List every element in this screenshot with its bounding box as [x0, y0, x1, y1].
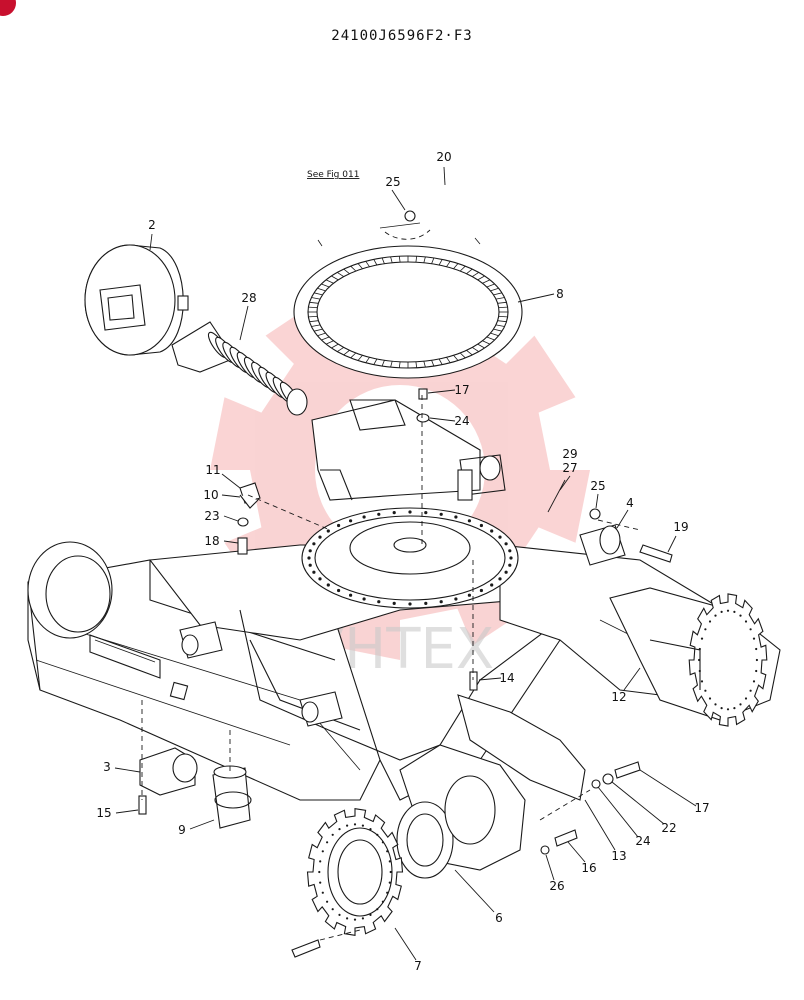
fasteners: [138, 210, 673, 958]
recoil-spring-part-28: [171, 321, 308, 416]
callout-leader: [639, 769, 697, 807]
callout-p27: 27: [562, 461, 577, 475]
callout-p17a: 17: [454, 383, 469, 397]
callout-leader: [189, 819, 215, 830]
callout-p24b: 24: [635, 834, 650, 848]
callout-p16: 16: [581, 861, 596, 875]
callout-leader: [221, 494, 241, 498]
travel-motor-part-6: [396, 744, 526, 879]
center-guard-assembly: [311, 399, 506, 501]
callout-leader: [115, 809, 139, 814]
callout-leader: [394, 927, 417, 961]
callout-leader: [545, 854, 555, 881]
callout-p6: 6: [495, 911, 503, 925]
callout-leader: [223, 515, 239, 522]
callout-leader: [616, 509, 629, 529]
callout-leader: [584, 799, 616, 851]
callout-p25b: 25: [590, 479, 605, 493]
callout-leader: [454, 869, 495, 913]
callout-p9: 9: [178, 823, 186, 837]
callout-leader: [221, 473, 241, 489]
swing-gear-ring-part-8: [293, 222, 523, 379]
drive-sprocket-right-part-12: [609, 587, 781, 727]
corner-badge-icon: [0, 0, 16, 16]
callout-p25a: 25: [385, 175, 400, 189]
callouts: 2346789101112131415161717181920222324242…: [96, 150, 709, 973]
callout-leader: [595, 493, 599, 509]
callout-p10: 10: [203, 488, 218, 502]
callout-leader: [443, 166, 446, 186]
callout-leader: [114, 767, 141, 773]
callout-leader: [239, 305, 249, 341]
roller-part-3: [139, 747, 198, 796]
callout-p7: 7: [414, 959, 422, 973]
callout-p15: 15: [96, 806, 111, 820]
callout-p17b: 17: [694, 801, 709, 815]
callout-p3: 3: [103, 760, 111, 774]
reference-note: See Fig 011: [307, 170, 359, 180]
callout-p28: 28: [241, 291, 256, 305]
callout-p19: 19: [673, 520, 688, 534]
callout-p18: 18: [204, 534, 219, 548]
callout-p22: 22: [661, 821, 676, 835]
callout-p29: 29: [562, 447, 577, 461]
cover-part-13: [457, 694, 586, 801]
callout-p23: 23: [204, 509, 219, 523]
callout-p11: 11: [205, 463, 220, 477]
callout-leader: [517, 293, 555, 303]
callout-p2: 2: [148, 218, 156, 232]
callout-p4: 4: [626, 496, 634, 510]
callout-leader: [623, 667, 641, 691]
callout-leader: [559, 475, 571, 491]
callout-leader: [567, 841, 586, 863]
callout-leader: [547, 479, 566, 513]
bracket-part-4: [579, 524, 626, 566]
callout-p24a: 24: [454, 414, 469, 428]
callout-leader: [478, 677, 502, 681]
callout-p8: 8: [556, 287, 564, 301]
callout-p13: 13: [611, 849, 626, 863]
callout-leader: [667, 535, 677, 553]
callout-leader: [429, 417, 456, 422]
callout-leader: [597, 786, 639, 838]
callout-leader: [611, 781, 665, 825]
document-code: 24100J6596F2·F3: [331, 28, 473, 44]
carrier-roller-part-9: [212, 765, 252, 829]
callout-p12: 12: [611, 690, 626, 704]
callout-leader: [149, 233, 153, 251]
callout-p26: 26: [549, 879, 564, 893]
callout-leader: [427, 389, 456, 394]
callout-p20: 20: [436, 150, 451, 164]
callout-leader: [391, 189, 406, 211]
callout-p14: 14: [499, 671, 514, 685]
callout-leader: [223, 540, 239, 544]
front-idler-wheel: [27, 541, 113, 639]
sprocket-part-7: [306, 808, 404, 936]
idler-part-2: [84, 244, 189, 356]
